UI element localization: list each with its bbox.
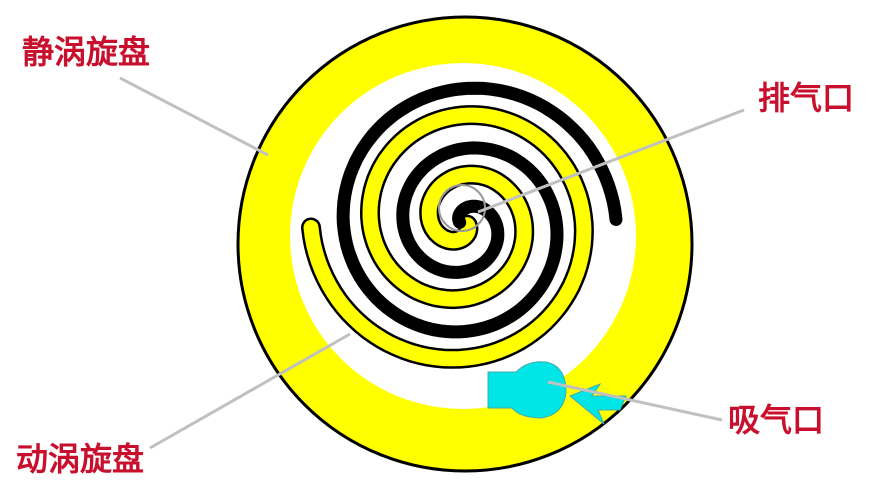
label-exhaust-port: 排气口 [758, 80, 854, 116]
label-static-scroll: 静涡旋盘 [22, 34, 150, 70]
label-intake-port: 吸气口 [728, 402, 824, 438]
leader-line-static-scroll [120, 78, 268, 155]
label-moving-scroll: 动涡旋盘 [16, 441, 144, 477]
